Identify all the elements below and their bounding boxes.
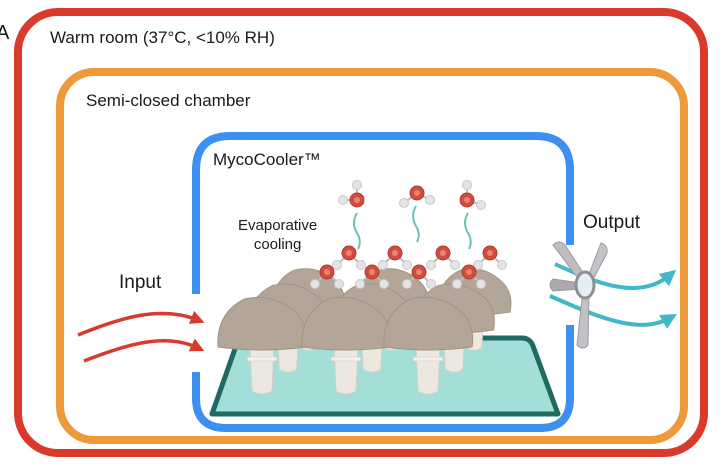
vapor-trail [464,212,472,250]
water-molecule [426,245,460,270]
evaporative-cooling-line1: Evaporative [238,217,318,234]
chamber-label: Semi-closed chamber [86,91,251,110]
water-molecule [459,180,486,210]
water-molecule [332,245,366,270]
output-arrow [549,294,677,329]
input-arrow [77,310,205,337]
mushroom [217,296,308,395]
output-arrow [554,262,677,290]
input-label: Input [119,272,162,293]
panel-letter: A [0,22,10,44]
warm-room-boundary [14,8,708,457]
fan-icon [549,241,608,349]
chamber-boundary [56,68,688,444]
input-arrow [83,338,205,363]
output-label: Output [583,212,641,233]
evaporative-cooling-label: Evaporative cooling [238,216,317,254]
device-wall-lower [192,325,574,432]
water-molecule [355,264,389,289]
device-wall-upper [192,132,574,294]
water-molecule [310,264,344,289]
water-molecule [473,245,507,270]
warm-room-label: Warm room (37°C, <10% RH) [50,28,275,47]
water-molecule [399,185,435,208]
water-molecules [310,180,507,289]
water-molecule [338,180,365,208]
device-label: MycoCooler™ [213,150,321,169]
water-molecule [378,245,412,270]
vapor-trail [412,205,420,243]
mushroom [383,296,474,395]
vapor-trail [353,212,361,250]
water-molecule [452,264,486,289]
water-molecule [402,264,436,289]
mushroom [301,296,392,395]
evaporative-cooling-line2: cooling [253,236,302,253]
